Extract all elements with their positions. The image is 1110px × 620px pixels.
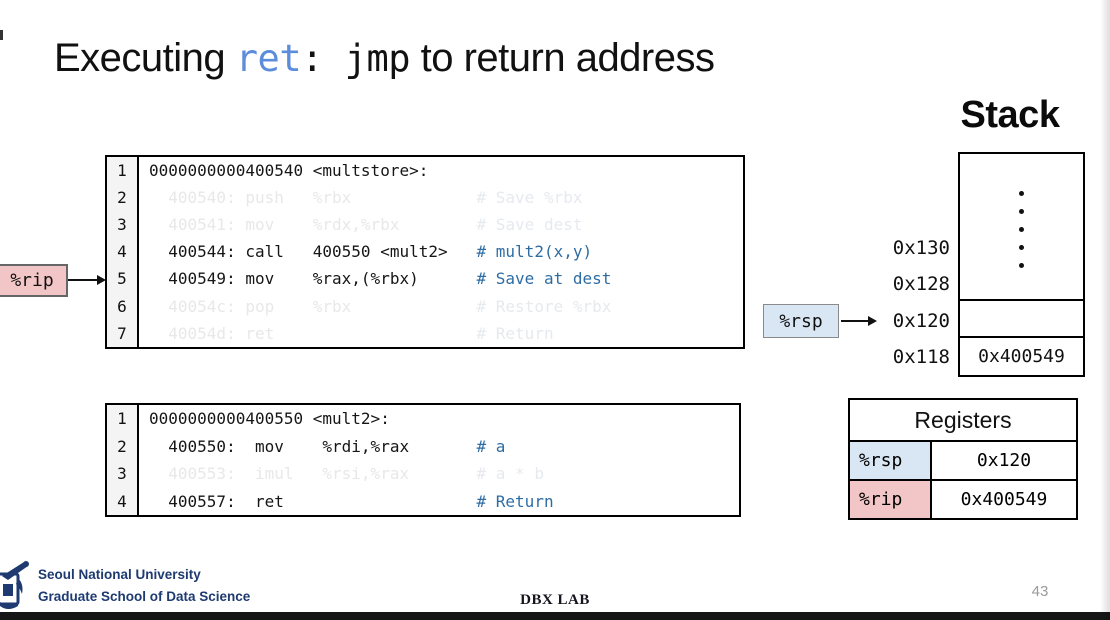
code-comment: # Return [476, 491, 554, 511]
code-comment: # Restore %rbx [476, 296, 612, 316]
title-text: Executing [54, 36, 236, 80]
code-text: 0000000000400540 <multstore>: [149, 161, 429, 181]
line-number: 1 [107, 157, 139, 185]
code-comment: # a * b [476, 464, 544, 484]
stack-diagram: • • • • • 0x400549 [958, 152, 1085, 377]
code-line: 1 0000000000400540 <multstore>: [107, 157, 743, 185]
line-number: 3 [107, 211, 139, 239]
code-text: 400544: call 400550 <mult2> [149, 242, 477, 262]
line-number: 5 [107, 265, 139, 293]
rip-register-tag: %rip [0, 264, 68, 297]
stack-ellipsis-dot: • [1019, 209, 1024, 214]
code-line: 6 40054c: pop %rbx # Restore %rbx [107, 292, 743, 320]
register-row: %rsp 0x120 [850, 442, 1076, 479]
code-comment: # Save %rbx [476, 188, 583, 208]
line-number: 1 [107, 405, 139, 433]
register-value: 0x400549 [960, 489, 1048, 510]
code-text: 400540: push %rbx [149, 188, 477, 208]
stack-address-0x130: 0x130 [892, 237, 950, 259]
left-edge-mark [0, 30, 3, 40]
bottom-bar [0, 612, 1110, 620]
registers-table: Registers %rsp 0x120 %rip 0x400549 [848, 398, 1078, 520]
code-text: 400557: ret [149, 491, 477, 511]
code-comment: # Save dest [476, 215, 583, 235]
code-line: 3 400553: imul %rsi,%rax # a * b [107, 460, 739, 488]
stack-address-0x120: 0x120 [892, 310, 950, 332]
code-line: 3 400541: mov %rdx,%rbx # Save dest [107, 211, 743, 239]
stack-ellipsis-dot: • [1019, 245, 1024, 250]
rsp-arrow [841, 316, 877, 326]
stack-cell-0x118: 0x400549 [978, 346, 1065, 367]
university-name: Seoul National University [38, 567, 201, 582]
code-line: 2 400540: push %rbx # Save %rbx [107, 184, 743, 212]
stack-ellipsis-dot: • [1019, 227, 1024, 232]
code-text: 400550: mov %rdi,%rax [149, 436, 477, 456]
line-number: 4 [107, 487, 139, 515]
code-block-mult2: 1 0000000000400550 <mult2>: 2 400550: mo… [105, 403, 741, 517]
code-line: 1 0000000000400550 <mult2>: [107, 405, 739, 433]
code-text: 0000000000400550 <mult2>: [149, 409, 390, 429]
code-text: 400549: mov %rax,(%rbx) [149, 269, 477, 289]
line-number: 3 [107, 460, 139, 488]
snu-logo-icon [0, 561, 29, 609]
title-jmp-keyword: jmp [344, 37, 411, 80]
register-name: %rip [850, 481, 932, 518]
code-comment: # Return [476, 323, 554, 343]
code-line: 5 400549: mov %rax,(%rbx) # Save at dest [107, 265, 743, 293]
title-ret-keyword: ret [235, 37, 302, 80]
line-number: 6 [107, 292, 139, 320]
stack-address-0x118: 0x118 [892, 346, 950, 368]
title-colon: : [301, 37, 345, 80]
stack-address-0x128: 0x128 [892, 273, 950, 295]
right-edge-shade [1100, 0, 1110, 620]
code-line: 4 400544: call 400550 <mult2> # mult2(x,… [107, 238, 743, 266]
line-number: 2 [107, 184, 139, 212]
register-value: 0x120 [976, 450, 1032, 471]
title-text-rest: to return address [410, 36, 715, 80]
school-name: Graduate School of Data Science [38, 589, 251, 604]
code-text: 400553: imul %rsi,%rax [149, 464, 477, 484]
register-name: %rsp [850, 442, 932, 479]
stack-ellipsis-dot: • [1019, 191, 1024, 196]
lab-name: DBX LAB [520, 592, 590, 608]
code-text: 400541: mov %rdx,%rbx [149, 215, 477, 235]
line-number: 2 [107, 432, 139, 460]
code-line: 7 40054d: ret # Return [107, 319, 743, 347]
rsp-register-tag: %rsp [763, 304, 839, 338]
registers-table-title: Registers [850, 400, 1076, 442]
stack-ellipsis: • • • • • [960, 154, 1083, 301]
stack-cell-0x120 [960, 301, 1083, 338]
code-text: 40054d: ret [149, 323, 477, 343]
code-comment: # Save at dest [476, 269, 612, 289]
register-row: %rip 0x400549 [850, 479, 1076, 518]
code-text: 40054c: pop %rbx [149, 296, 477, 316]
line-number: 4 [107, 238, 139, 266]
rip-arrow [68, 275, 106, 285]
page-title: Executing ret: jmp to return address [54, 36, 715, 81]
stack-title: Stack [960, 94, 1060, 136]
code-line: 2 400550: mov %rdi,%rax # a [107, 432, 739, 460]
stack-ellipsis-dot: • [1019, 263, 1024, 268]
code-comment: # a [476, 436, 506, 456]
code-block-multstore: 1 0000000000400540 <multstore>: 2 400540… [105, 155, 745, 349]
page-number: 43 [1031, 583, 1049, 600]
code-line: 4 400557: ret # Return [107, 487, 739, 515]
code-comment: # mult2(x,y) [476, 242, 593, 262]
line-number: 7 [107, 319, 139, 347]
